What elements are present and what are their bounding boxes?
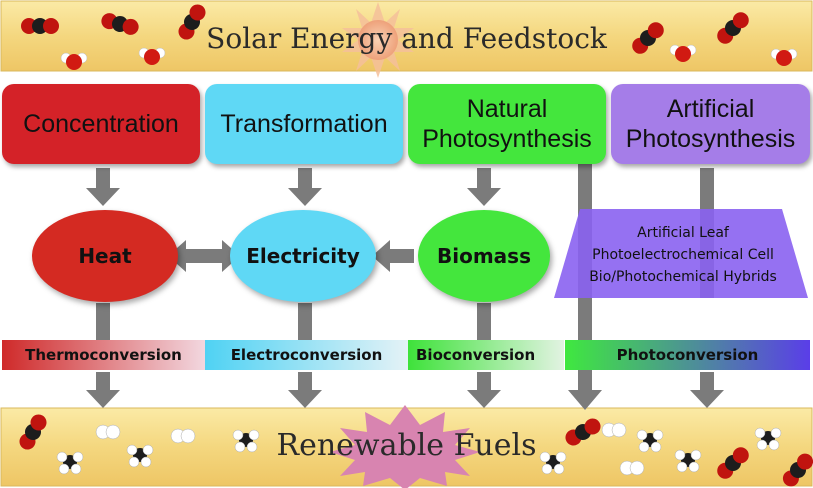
oval-heat: Heat [32,210,178,302]
arrow-electricity-to-electro [298,303,312,340]
strip-bioconversion: Bioconversion [408,340,564,370]
arrow-concentration-to-heat [86,168,120,206]
strip-thermoconversion-label: Thermoconversion [25,346,182,364]
top-banner-title: Solar Energy and Feedstock [206,22,607,55]
device-photoelectrochemical-cell: Photoelectrochemical Cell [592,247,774,263]
oval-electricity-label: Electricity [246,244,360,268]
oval-heat-label: Heat [78,244,132,268]
arrow-heat-electricity-bidirectional [168,240,240,272]
strip-photoconversion-label: Photoconversion [616,346,759,364]
arrow-natural-to-biomass [467,168,501,206]
box-natural-photosynthesis: Natural Photosynthesis [408,84,606,164]
box-transformation-label: Transformation [220,110,388,138]
oval-biomass: Biomass [418,210,550,302]
starburst-icon [330,405,480,488]
arrow-photo-to-fuels [690,372,724,408]
strip-bioconversion-label: Bioconversion [416,346,536,364]
arrow-thermo-to-fuels [86,372,120,408]
arrow-biomass-to-electricity [372,240,414,272]
molecule-icons-bottom [19,414,813,487]
device-biophotochemical-hybrids: Bio/Photochemical Hybrids [589,269,777,285]
oval-electricity: Electricity [230,210,376,302]
strip-electroconversion: Electroconversion [205,340,408,370]
artificial-devices-list: Artificial Leaf Photoelectrochemical Cel… [556,222,810,288]
arrow-bio-to-fuels [467,372,501,408]
box-artificial-photosynthesis: Artificial Photosynthesis [611,84,810,164]
box-transformation: Transformation [205,84,403,164]
box-artificial-photosynthesis-label: Artificial Photosynthesis [625,95,796,153]
device-artificial-leaf: Artificial Leaf [637,225,729,241]
strip-electroconversion-label: Electroconversion [230,346,383,364]
box-concentration-label: Concentration [23,110,179,138]
arrow-heat-to-thermo [96,303,110,340]
artificial-devices-box [554,209,808,298]
oval-biomass-label: Biomass [437,244,531,268]
box-natural-photosynthesis-label: Natural Photosynthesis [422,95,592,153]
molecule-icons-top [21,4,798,70]
arrow-electro-to-fuels [288,372,322,408]
sun-icon [342,2,414,78]
arrow-transformation-to-electricity [288,168,322,206]
top-banner [0,0,813,72]
bottom-banner-title: Renewable Fuels [276,428,537,463]
box-concentration: Concentration [2,84,200,164]
strip-photoconversion: Photoconversion [565,340,810,370]
arrow-biomass-to-bio [477,303,491,340]
strip-thermoconversion: Thermoconversion [2,340,205,370]
